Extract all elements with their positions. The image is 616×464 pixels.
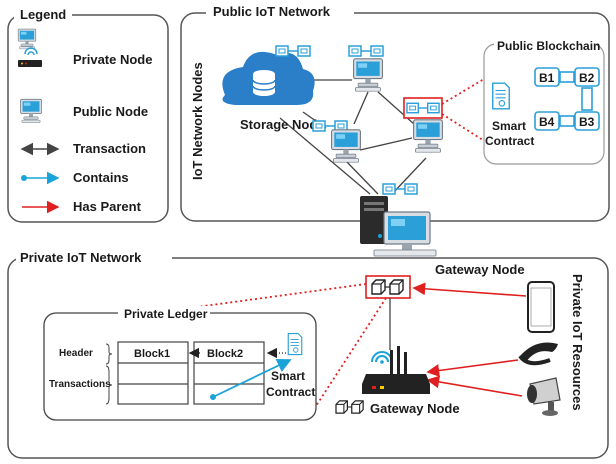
legend-private-node-label: Private Node — [73, 52, 152, 67]
dot-arrow-icon — [21, 171, 60, 185]
public-blockchain-panel: Public Blockchain Smart Contract B1 B2 B… — [483, 38, 605, 165]
private-node-icon — [17, 28, 42, 67]
private-ledger-title: Private Ledger — [124, 307, 208, 321]
public-network-title: Public IoT Network — [213, 4, 331, 19]
public-node-icon — [20, 98, 42, 124]
has-parent-arrows — [412, 282, 527, 397]
block-b1-label: B1 — [539, 71, 555, 85]
router-icon — [362, 346, 430, 394]
ledger-dotted-link — [315, 297, 387, 407]
legend-title: Legend — [20, 7, 66, 22]
ledger-block-1 — [117, 341, 189, 405]
gateway-node-label: Gateway Node — [435, 262, 525, 277]
private-iot-resources-label: Private IoT Resources — [570, 274, 585, 411]
legend-public-node-label: Public Node — [73, 104, 148, 119]
smartphone-icon — [527, 281, 555, 333]
private-ledger-panel: Private Ledger Header Transactions Block… — [43, 306, 317, 421]
ledger-contract-label-2: Contract — [266, 385, 315, 399]
gateway-computer — [360, 196, 437, 257]
block-b2 — [574, 67, 600, 87]
iot-network-nodes-label: IoT Network Nodes — [190, 62, 205, 180]
storage-node — [222, 51, 315, 105]
ledger-transactions-label: Transactions — [49, 379, 111, 390]
public-blockchain-title: Public Blockchain — [497, 39, 600, 53]
public-network-panel: Public IoT Network IoT Network Nodes Sto… — [180, 3, 610, 222]
public-node-icon — [413, 119, 443, 153]
contract-document-icon — [492, 82, 510, 110]
block-b2-label: B2 — [579, 71, 595, 85]
transactions-brace — [105, 365, 113, 405]
ledger-contract-icon — [287, 332, 303, 356]
gateway-node-label-2: Gateway Node — [370, 401, 460, 416]
wristband-icon — [518, 342, 558, 366]
contains-arrow — [212, 358, 292, 398]
public-contract-label-1: Smart — [492, 119, 526, 133]
storage-node-label: Storage Node — [240, 117, 325, 132]
public-node-icon — [331, 129, 361, 163]
header-brace — [105, 343, 113, 365]
legend-panel: Legend Private Node Public Node Transact… — [7, 6, 169, 223]
block-b4 — [534, 111, 560, 131]
private-network-title: Private IoT Network — [20, 250, 142, 265]
block-b4-label: B4 — [539, 115, 555, 129]
legend-contains-label: Contains — [73, 170, 129, 185]
ledger-contract-label-1: Smart — [271, 369, 305, 383]
ledger-block-1-label: Block1 — [134, 348, 170, 360]
block-b3-label: B3 — [579, 115, 595, 129]
has-parent-dotted-link — [441, 75, 490, 105]
ledger-header-label: Header — [59, 348, 93, 359]
public-contract-label-2: Contract — [485, 134, 534, 148]
ledger-block-2 — [193, 341, 265, 405]
block-b3 — [574, 111, 600, 131]
camera-icon — [527, 377, 561, 416]
legend-transaction-label: Transaction — [73, 141, 146, 156]
has-parent-dotted-link — [441, 113, 490, 145]
block-b1 — [534, 67, 560, 87]
ledger-block-2-label: Block2 — [207, 348, 243, 360]
public-node-icon — [353, 58, 383, 92]
legend-has-parent-label: Has Parent — [73, 199, 142, 214]
